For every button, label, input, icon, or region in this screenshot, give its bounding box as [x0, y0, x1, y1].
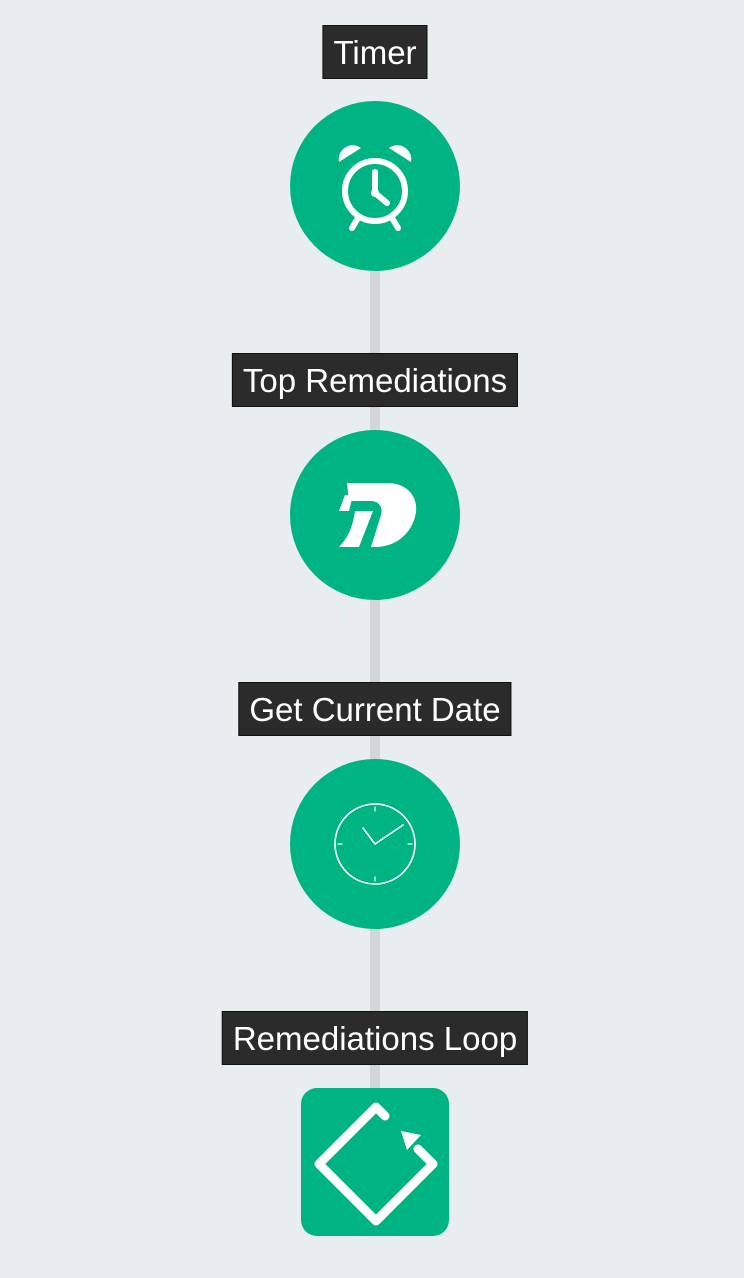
clock-icon [334, 803, 416, 885]
connector-timer-to-top-remediations [370, 270, 380, 432]
loop-icon [314, 1102, 438, 1226]
step-node-get-current-date[interactable] [290, 759, 460, 929]
connector-get-current-date-to-remediations-loop [370, 927, 380, 1089]
step-label-timer[interactable]: Timer [322, 25, 428, 79]
step-label-top-remediations[interactable]: Top Remediations [231, 353, 519, 407]
connector-top-remediations-to-get-current-date [370, 599, 380, 761]
step-label-get-current-date[interactable]: Get Current Date [238, 682, 512, 736]
step-node-top-remediations[interactable] [290, 430, 460, 600]
alarm-clock-icon [338, 145, 412, 231]
d7-logo-icon [339, 483, 417, 547]
step-node-timer[interactable] [290, 101, 460, 271]
step-label-remediations-loop[interactable]: Remediations Loop [221, 1011, 529, 1065]
step-node-remediations-loop[interactable] [301, 1088, 449, 1236]
